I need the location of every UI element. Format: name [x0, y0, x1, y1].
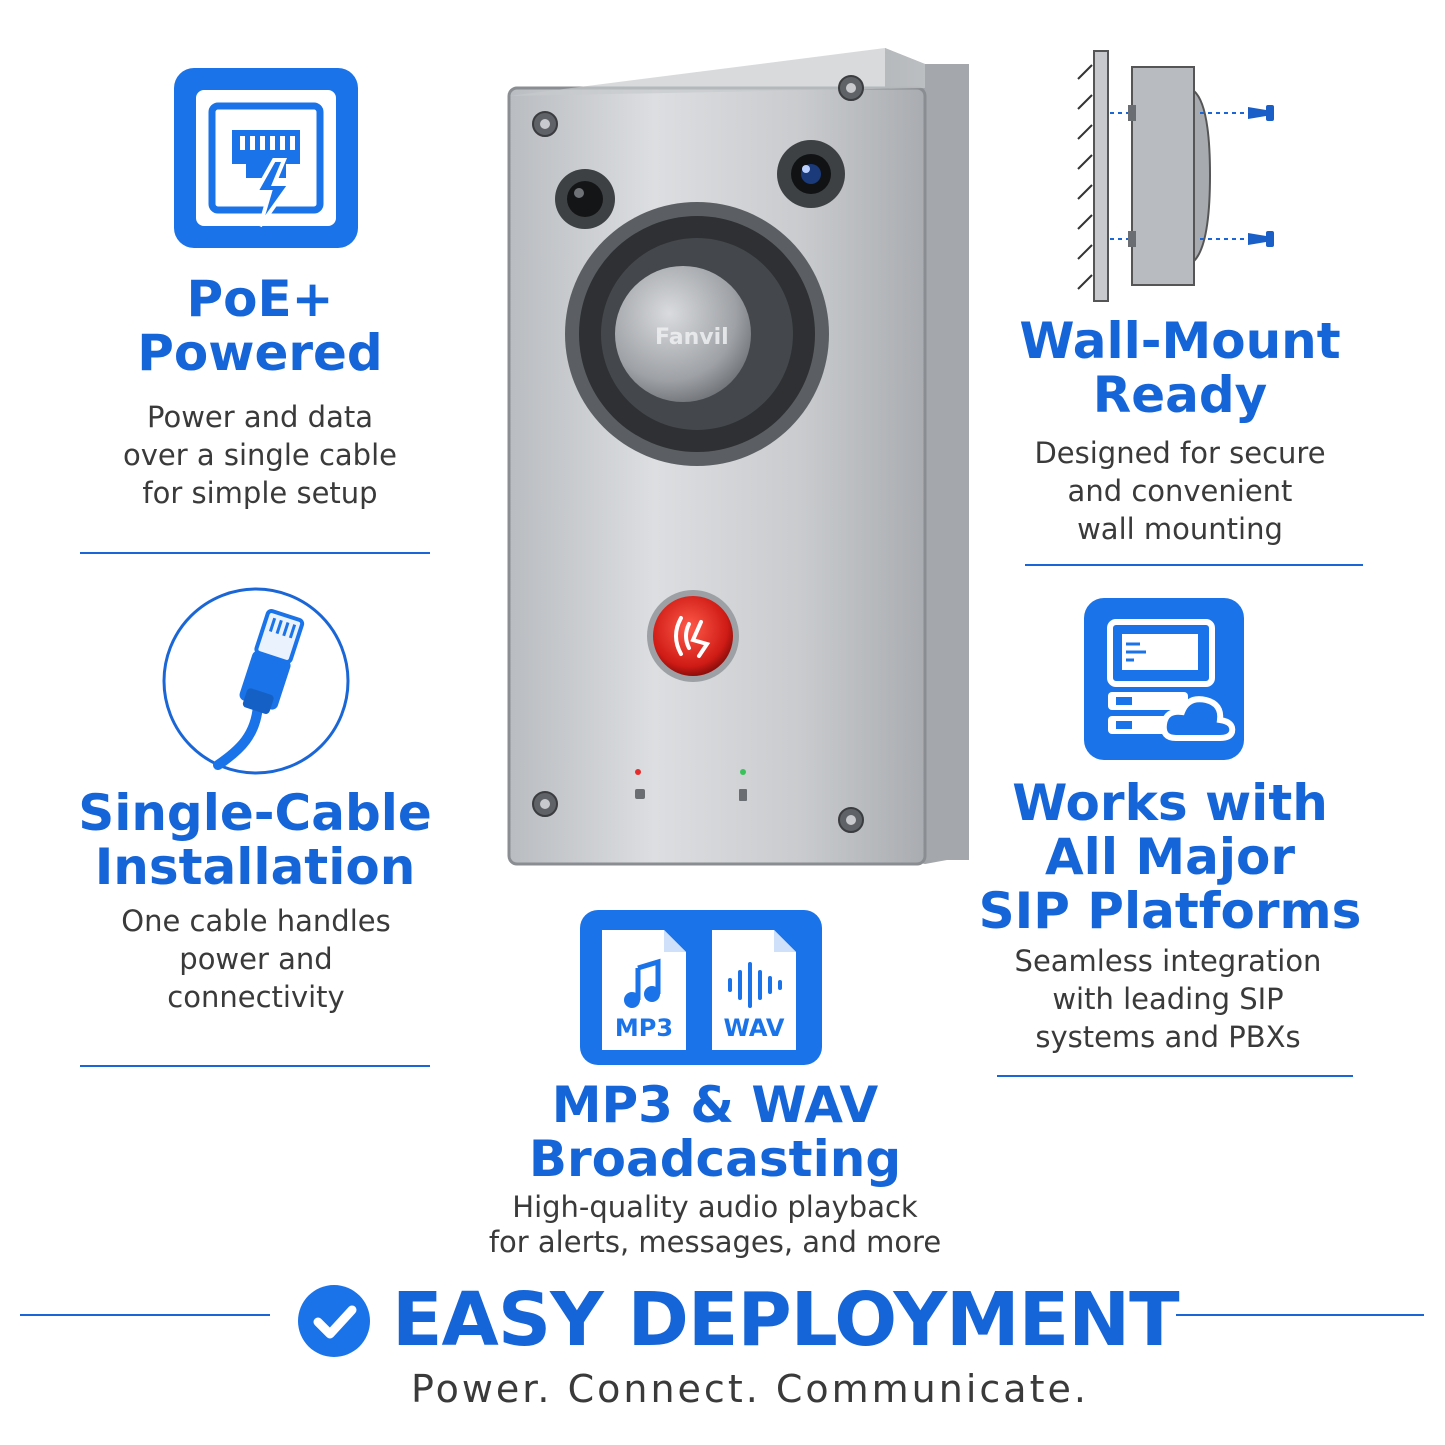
sip-title: Works with All Major SIP Platforms: [978, 774, 1362, 940]
footer-tagline: Power. Connect. Communicate.: [411, 1367, 1089, 1411]
audio-icon-tile: MP3 WAV: [580, 910, 822, 1065]
ethernet-cable-icon: [162, 587, 350, 775]
audio-wave-file-icon: WAV: [712, 930, 796, 1050]
mp3-label: MP3: [615, 1014, 673, 1042]
footer-divider-left: [20, 1314, 270, 1316]
wall-description: Designed for secure and convenient wall …: [1034, 436, 1326, 546]
wall-divider: [1025, 564, 1363, 566]
audio-description: High-quality audio playback for alerts, …: [488, 1190, 942, 1259]
footer-headline: EASY DEPLOYMENT: [392, 1277, 1180, 1363]
sip-divider: [997, 1075, 1353, 1077]
poe-icon-tile: [174, 68, 358, 248]
device-brand: Fanvil: [655, 325, 729, 350]
sip-description: Seamless integration with leading SIP sy…: [1014, 944, 1322, 1054]
server-cloud-icon: [1107, 619, 1236, 741]
cable-description: One cable handles power and connectivity: [121, 904, 391, 1014]
wav-label: WAV: [724, 1014, 785, 1042]
cable-divider: [80, 1065, 430, 1067]
poe-divider: [80, 552, 430, 554]
cable-title: Single-Cable Installation: [78, 784, 432, 896]
sip-icon-tile: [1084, 598, 1244, 760]
footer-divider-right: [1176, 1314, 1424, 1316]
wall-title: Wall-Mount Ready: [1019, 312, 1341, 424]
wall-mount-icon: [1077, 50, 1274, 302]
check-circle-icon: [298, 1285, 370, 1357]
poe-description: Power and data over a single cable for s…: [123, 400, 397, 510]
intercom-device: Fanvil: [507, 48, 969, 866]
poe-title: PoE+ Powered: [137, 270, 383, 382]
music-file-icon: MP3: [602, 930, 686, 1050]
audio-title: MP3 & WAV Broadcasting: [528, 1076, 902, 1188]
ethernet-port-icon: [196, 90, 336, 228]
